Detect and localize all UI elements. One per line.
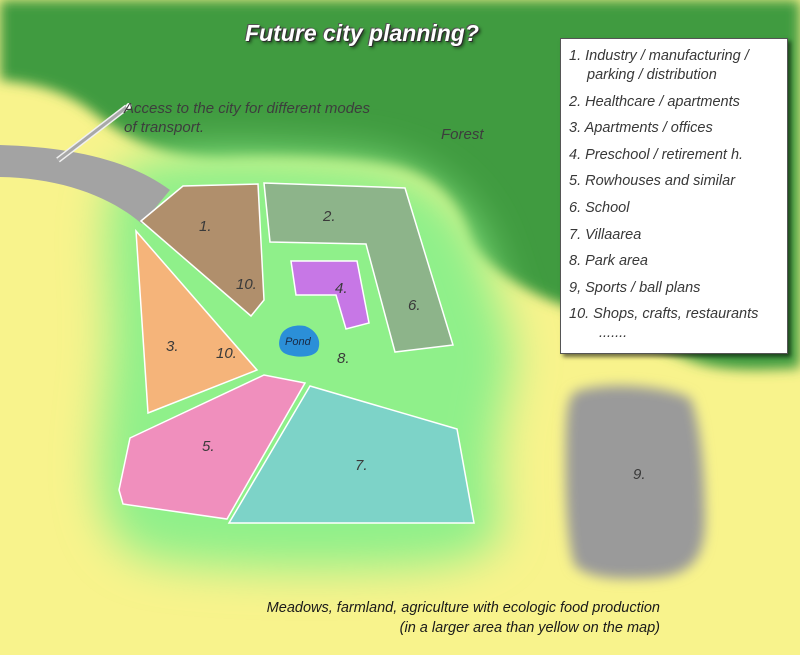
legend-item-5: 5. Rowhouses and similar (569, 173, 736, 190)
legend-item-2: 2. Healthcare / apartments (569, 93, 740, 110)
forest-label: Forest (441, 126, 484, 143)
legend-item-4: 4. Preschool / retirement h. (569, 146, 744, 163)
zone-label-3: 3. (166, 338, 179, 355)
access-note: Access to the city for different modes o… (124, 100, 370, 136)
access-pointer-dot (126, 103, 132, 109)
legend-item-6: 6. School (569, 199, 630, 216)
map-title: Future city planning? (245, 20, 479, 46)
zone-label-8: 8. (337, 350, 350, 367)
pond-label: Pond (285, 336, 312, 348)
legend-item-7: 7. Villaarea (569, 226, 642, 243)
legend-item-10: 10. Shops, crafts, restaurants ....... (569, 306, 759, 342)
zone-5-rowhouses (118, 374, 307, 520)
zone-label-2: 2. (322, 208, 336, 225)
zone-label-10-shops-north: 10. (236, 276, 257, 293)
zone-4-preschool (290, 260, 370, 330)
zone-1-industry (139, 183, 265, 318)
legend-box: 1. Industry / manufacturing / parking / … (560, 38, 788, 354)
farmland-caption-line-2: (in a larger area than yellow on the map… (399, 620, 660, 636)
legend-item-1: 1. Industry / manufacturing / parking / … (569, 48, 749, 83)
zone-label-1: 1. (199, 218, 212, 235)
zone-label-5: 5. (202, 438, 215, 455)
legend-item-9: 9, Sports / ball plans (569, 279, 701, 296)
farmland-caption-line-1: Meadows, farmland, agriculture with ecol… (266, 600, 660, 616)
zone-label-6: 6. (408, 297, 421, 314)
zone-label-10-shops-south: 10. (216, 345, 237, 362)
zone-label-7: 7. (355, 457, 368, 474)
zone-2-6-healthcare-school (263, 182, 454, 353)
farmland-caption: Meadows, farmland, agriculture with ecol… (140, 598, 660, 638)
legend-item-8: 8. Park area (569, 253, 648, 270)
zone-3-apartments (135, 228, 259, 415)
pond (279, 325, 320, 357)
access-road (0, 145, 170, 224)
zone-9-sports (565, 385, 705, 579)
zone-label-4: 4. (335, 280, 348, 297)
zone-label-9: 9. (633, 466, 646, 483)
legend-item-3: 3. Apartments / offices (569, 120, 713, 137)
zone-7-villaarea (227, 385, 475, 524)
